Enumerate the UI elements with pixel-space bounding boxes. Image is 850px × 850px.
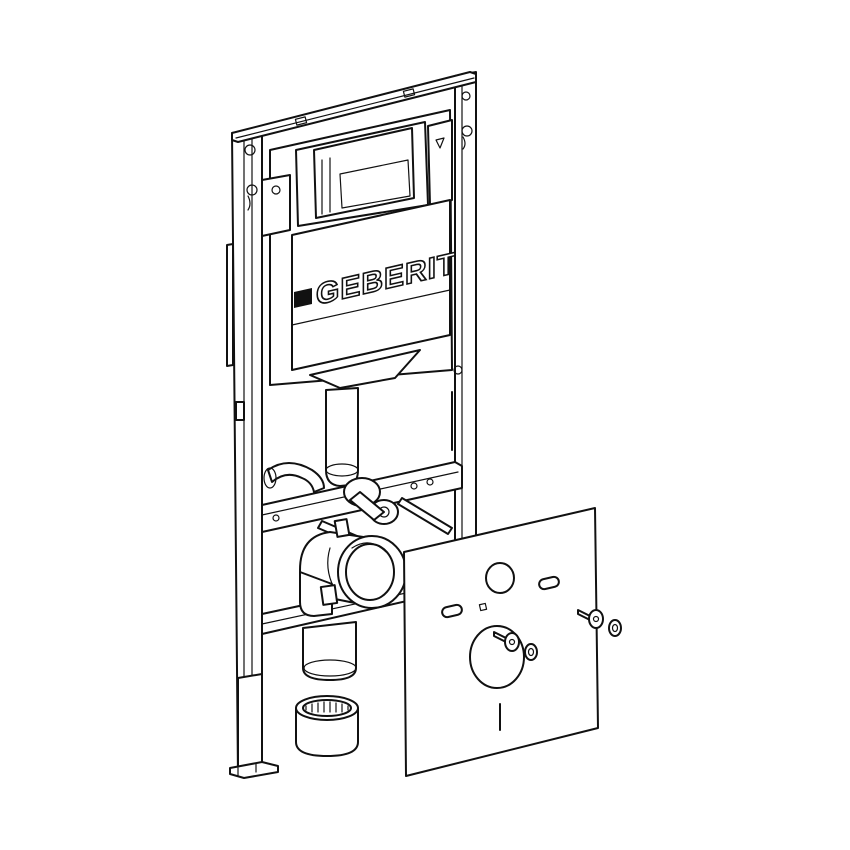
fixing-bolt-right [577,609,604,629]
fixing-bolt-left [493,631,520,652]
sound-insulation-panel [403,507,599,777]
left-upright [226,127,263,777]
side-bracket-right [427,119,453,206]
drain-bend [299,518,407,617]
washer-left [524,643,538,661]
water-supply-hose [263,462,325,493]
bolt-slot-left [441,603,463,619]
drain-pipe-stub [302,621,357,681]
washer-right [608,619,622,637]
left-foot [229,761,279,779]
cistern-front-panel: GEBERIT [291,199,457,371]
pipe-coupling [295,695,359,757]
service-opening [295,121,429,227]
flush-pipe [325,387,359,487]
bolt-slot-right [538,575,560,591]
flush-pipe-cutout [485,562,515,594]
installation-frame [226,71,477,779]
side-bracket-left [261,174,291,237]
supply-connection-elbow [343,477,399,525]
concealed-cistern: GEBERIT [261,109,457,389]
top-crossbar [231,71,477,143]
cistern-outlet-funnel [309,349,421,389]
